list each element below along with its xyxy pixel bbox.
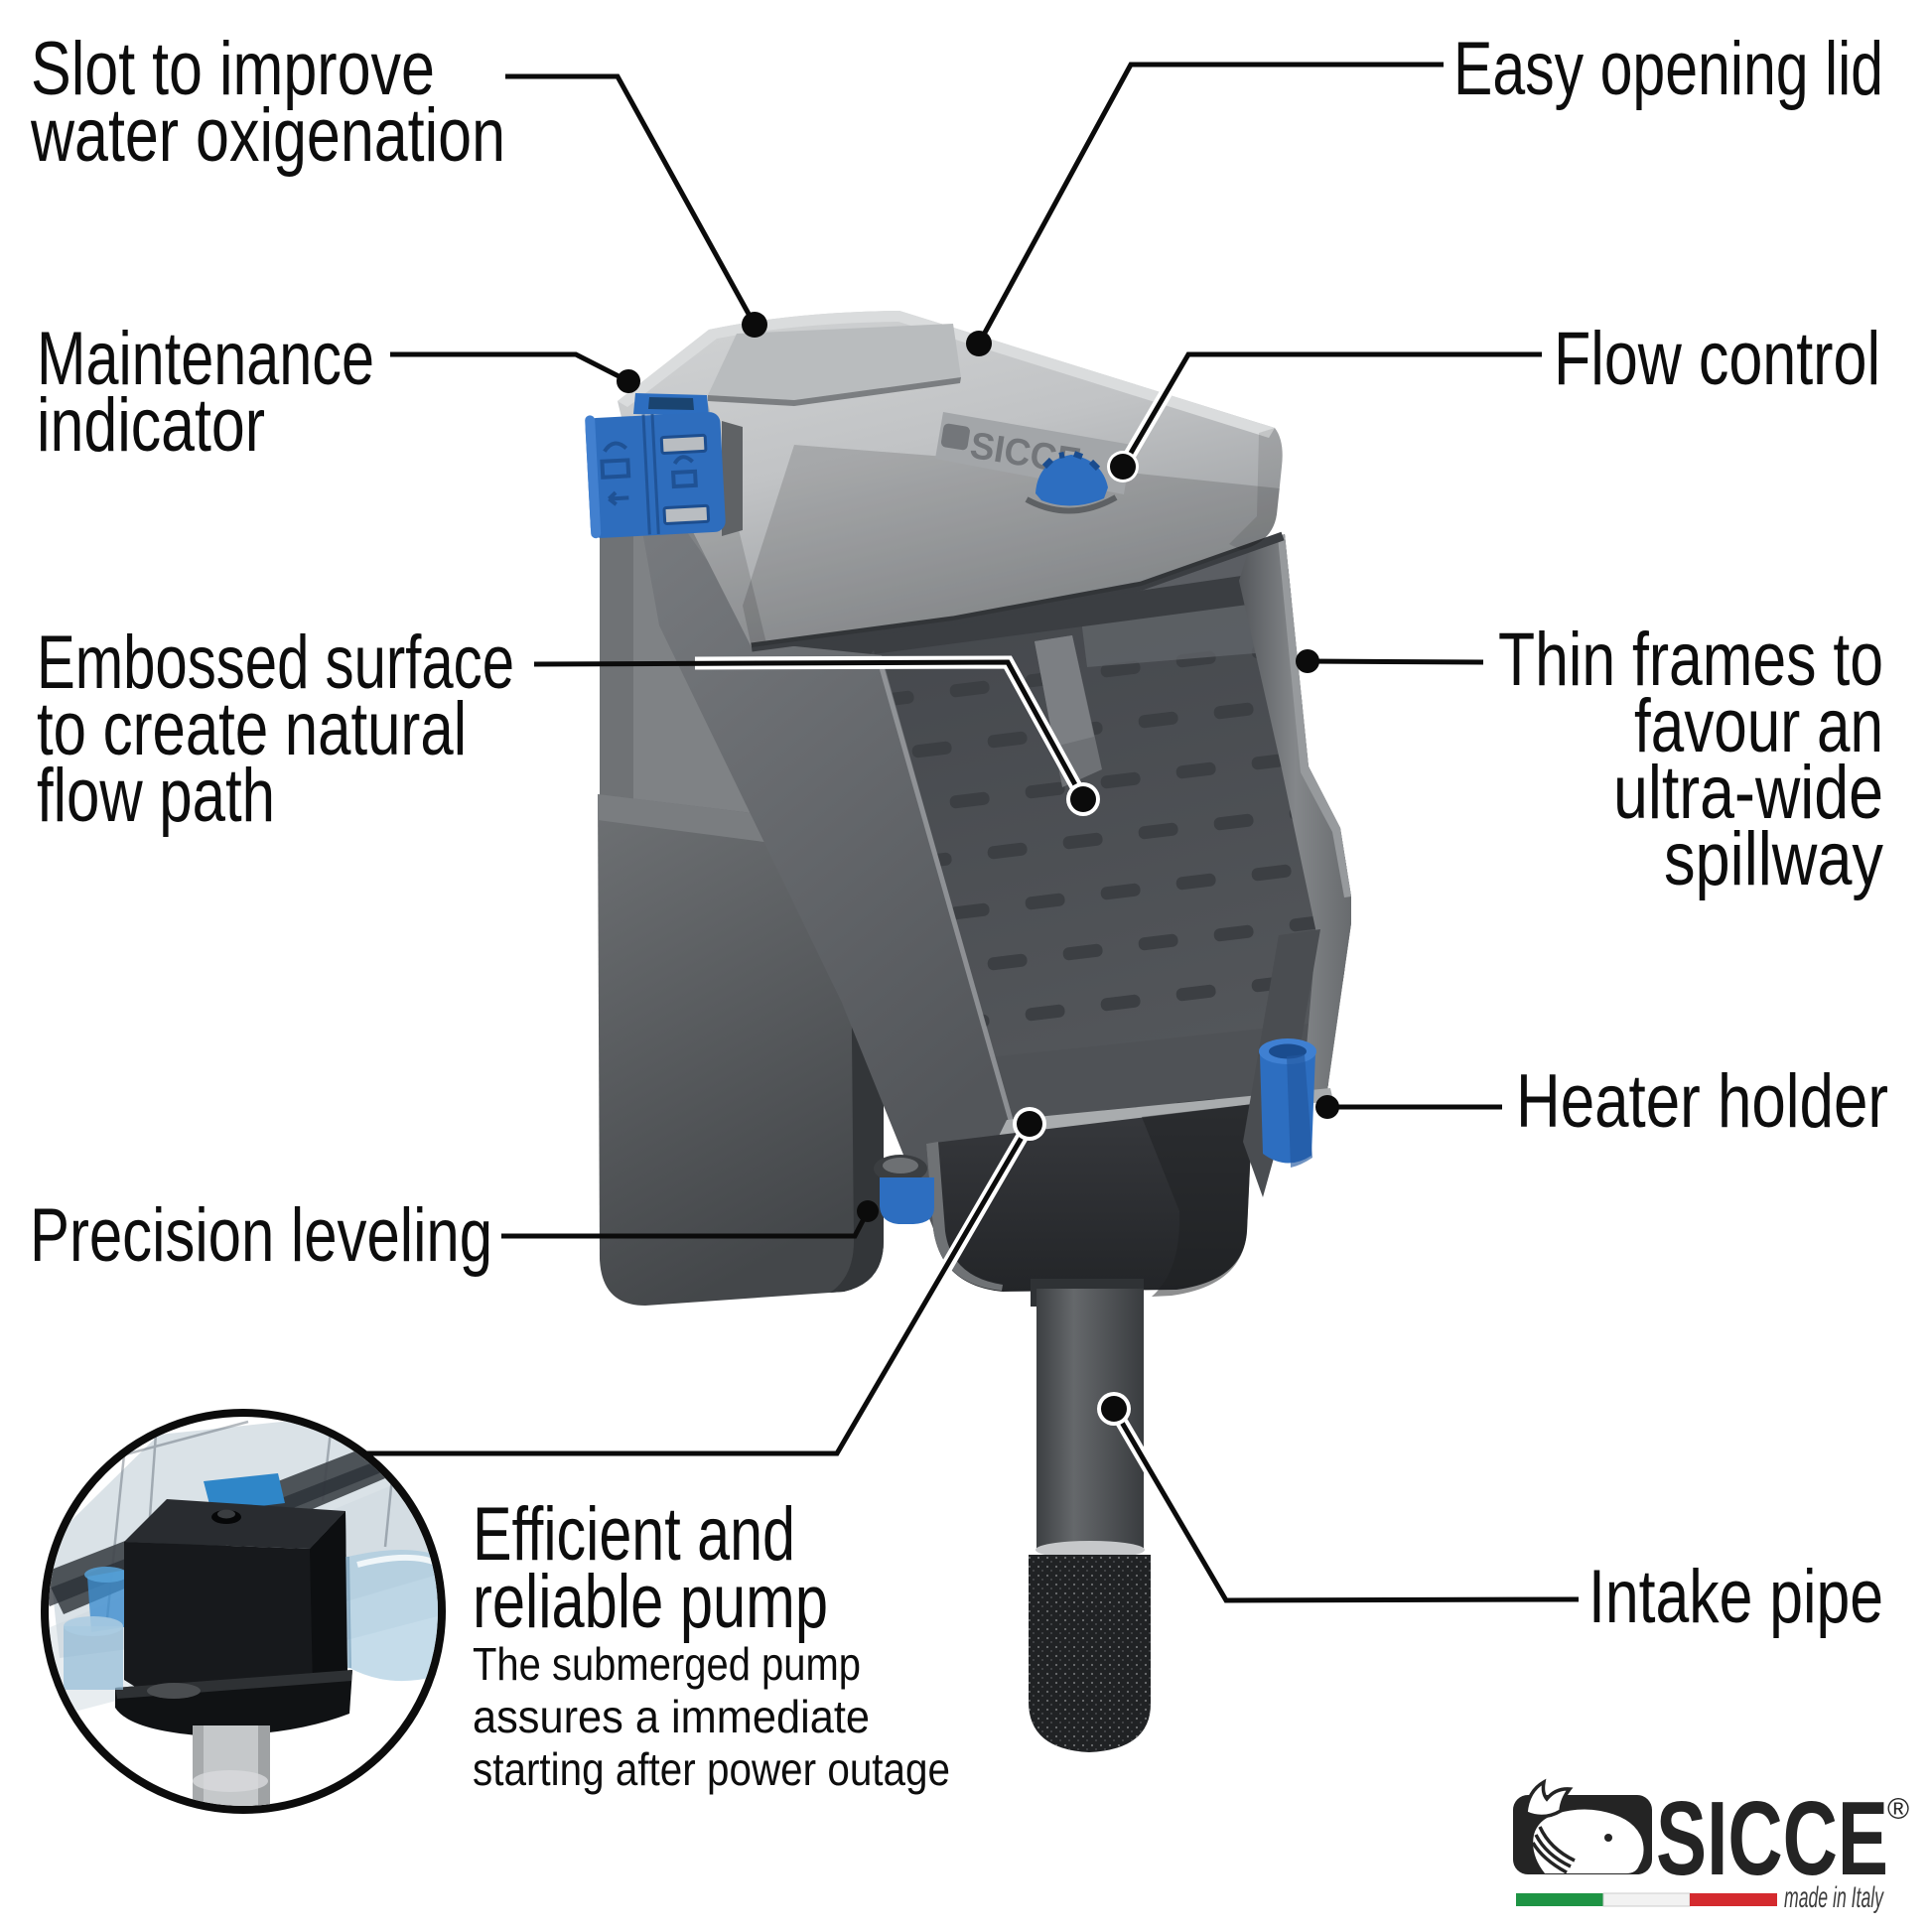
svg-text:®: ® — [1887, 1793, 1909, 1826]
svg-text:reliable pump: reliable pump — [473, 1560, 828, 1644]
svg-text:spillway: spillway — [1664, 817, 1883, 901]
svg-text:made in Italy: made in Italy — [1784, 1881, 1884, 1914]
svg-text:SICCE: SICCE — [1656, 1780, 1888, 1897]
svg-text:to create natural: to create natural — [37, 687, 467, 771]
svg-text:Maintenance: Maintenance — [37, 317, 374, 401]
svg-text:Heater holder: Heater holder — [1516, 1059, 1888, 1144]
svg-text:Thin frames to: Thin frames to — [1498, 618, 1883, 702]
svg-text:Slot to improve: Slot to improve — [31, 27, 435, 111]
svg-text:Precision leveling: Precision leveling — [30, 1193, 492, 1278]
svg-text:assures a immediate: assures a immediate — [473, 1691, 870, 1742]
svg-text:water oxigenation: water oxigenation — [30, 93, 505, 178]
svg-text:Intake pipe: Intake pipe — [1588, 1555, 1883, 1639]
svg-text:flow path: flow path — [37, 754, 275, 838]
svg-text:Easy opening lid: Easy opening lid — [1453, 27, 1883, 111]
svg-text:The submerged pump: The submerged pump — [473, 1638, 861, 1690]
svg-text:Flow control: Flow control — [1554, 317, 1880, 401]
svg-text:Embossed surface: Embossed surface — [37, 621, 514, 705]
svg-text:ultra-wide: ultra-wide — [1613, 751, 1883, 835]
svg-text:starting after power outage: starting after power outage — [473, 1743, 950, 1795]
svg-text:indicator: indicator — [37, 383, 265, 468]
svg-text:favour an: favour an — [1634, 684, 1883, 768]
svg-text:Efficient and: Efficient and — [473, 1492, 795, 1577]
